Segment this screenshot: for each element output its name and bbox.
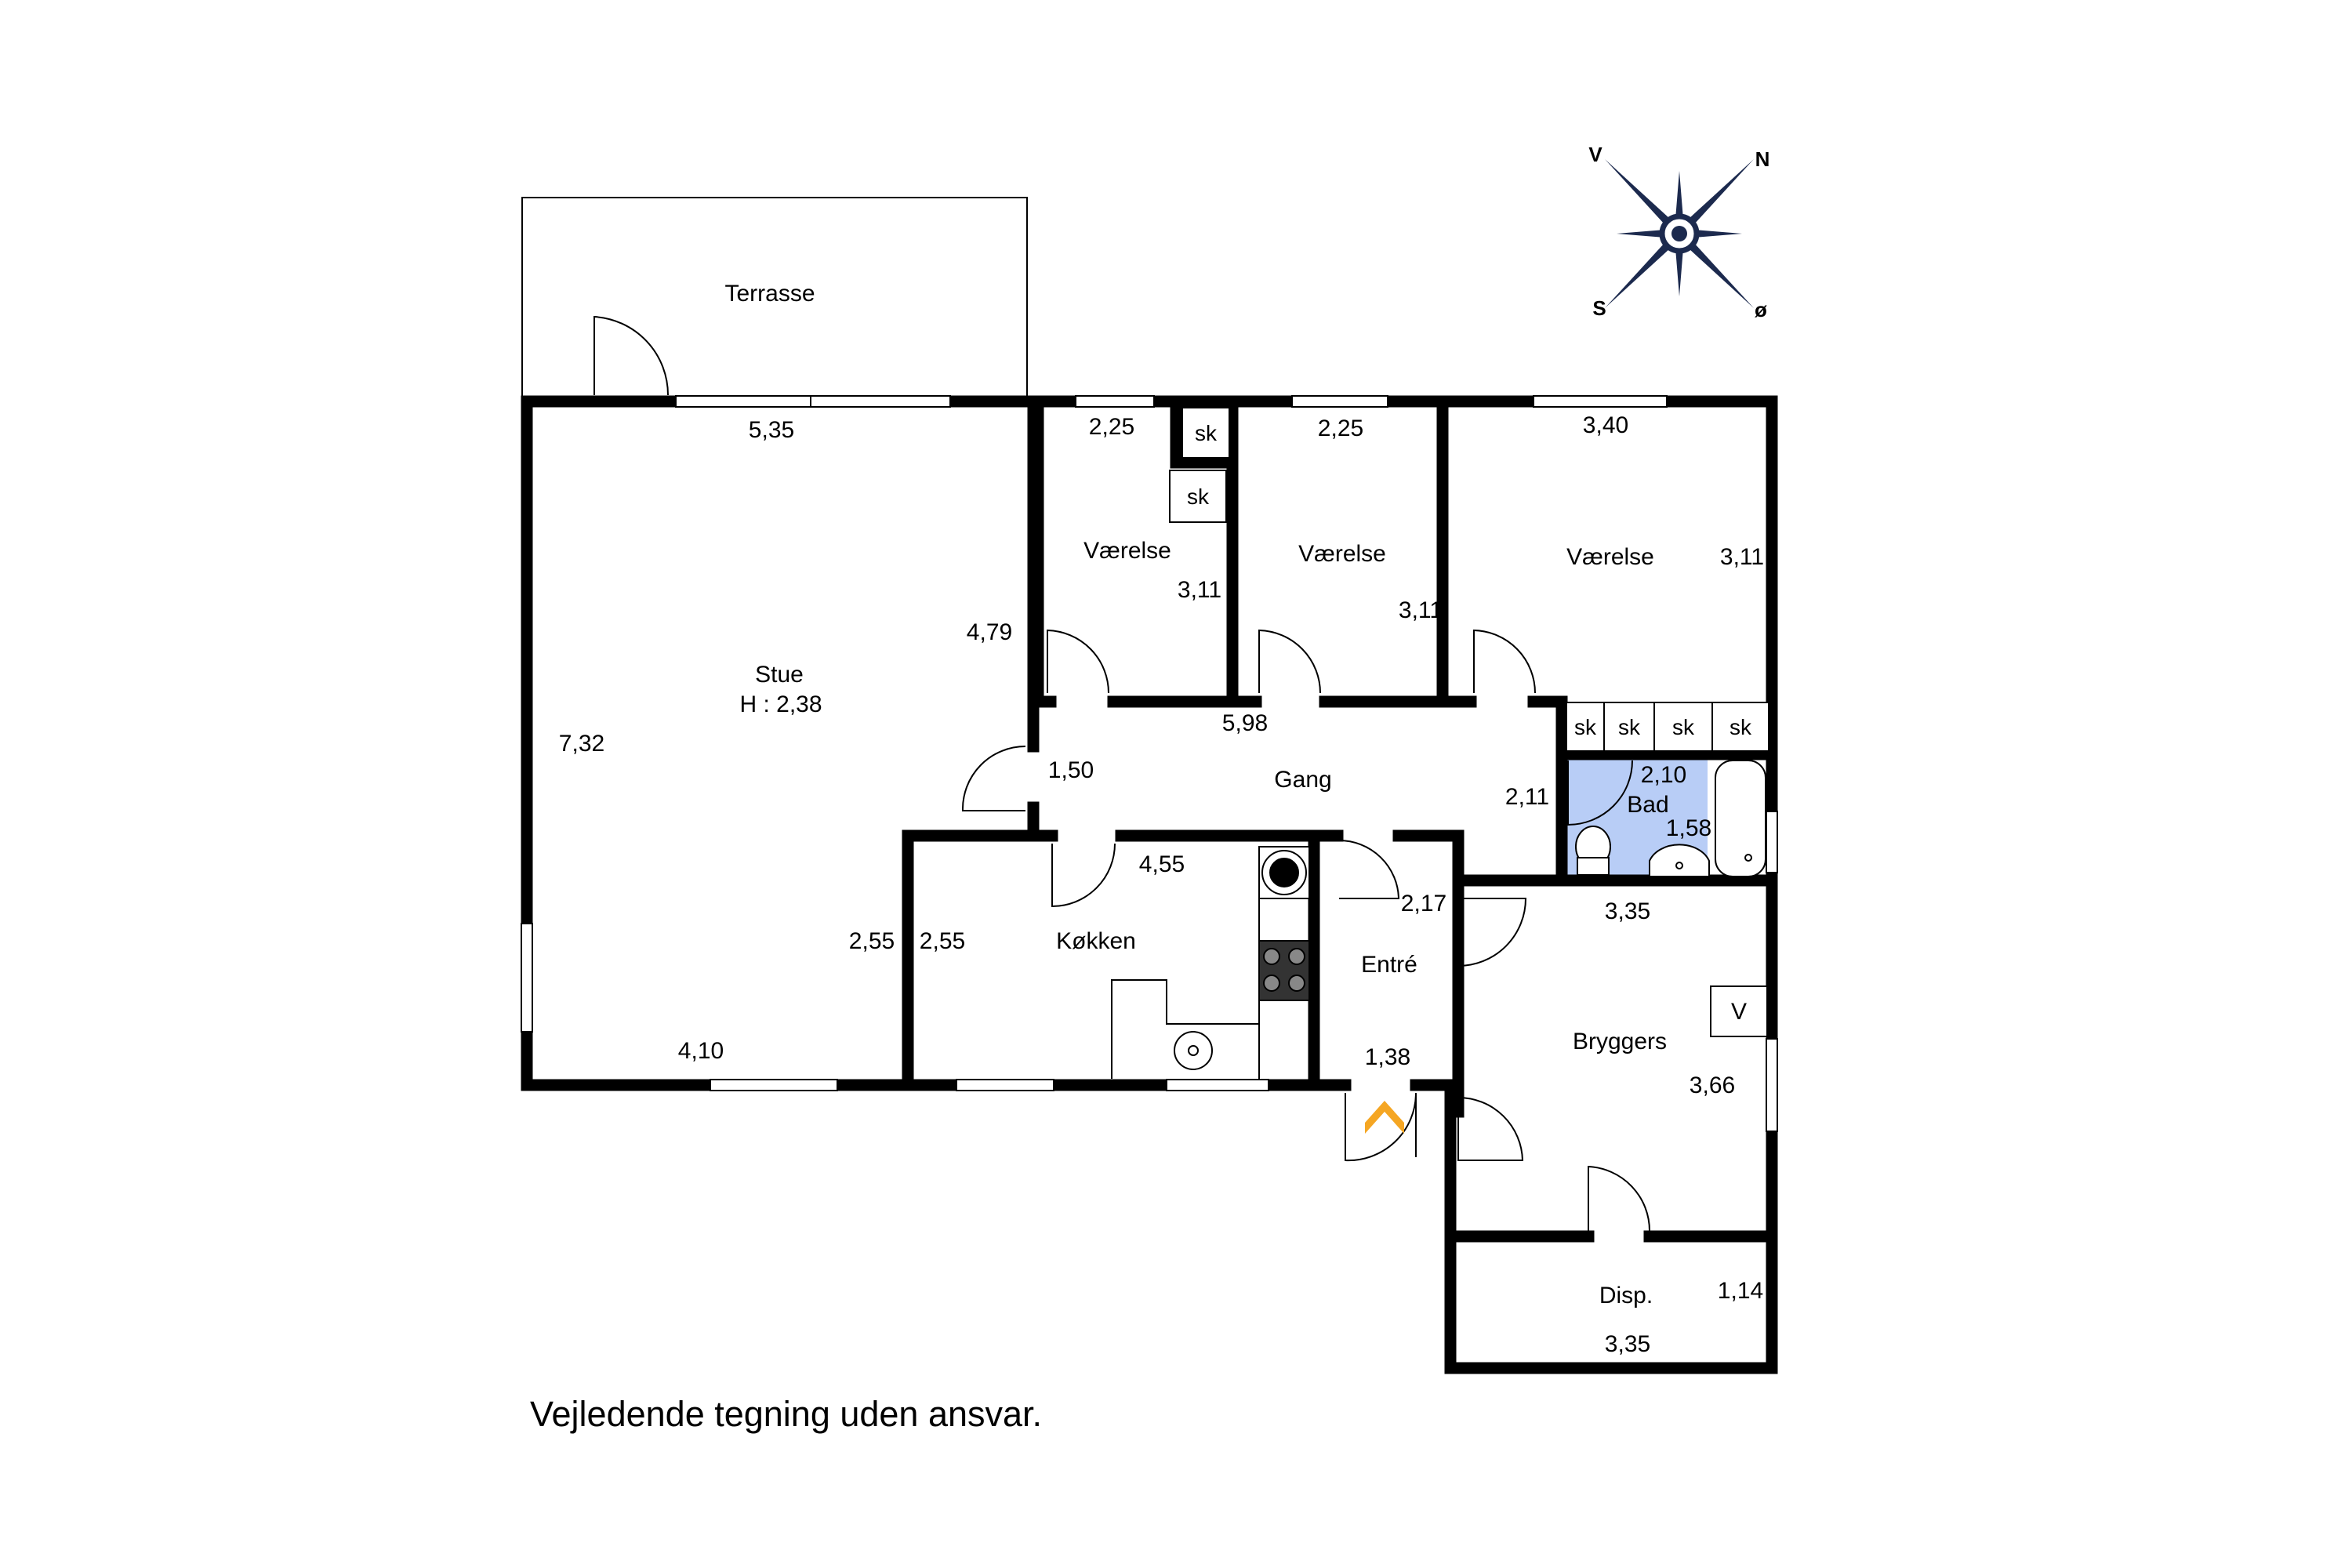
dim-bad-depth: 1,58 — [1666, 815, 1711, 841]
bath-fixtures — [1575, 760, 1766, 877]
room-gang: Gang — [1274, 767, 1331, 793]
dim-koekken-depth: 2,55 — [920, 928, 965, 954]
room-koekken: Køkken — [1056, 928, 1136, 954]
dim-disp-width: 3,35 — [1605, 1331, 1650, 1357]
dim-stue-step: 2,55 — [849, 928, 895, 954]
dim-stue-bottom: 4,10 — [678, 1038, 724, 1064]
dim-entre-depth: 2,17 — [1401, 891, 1446, 916]
compass-label-s: S — [1592, 296, 1606, 320]
windows — [521, 395, 1778, 1132]
compass-label-v: V — [1588, 143, 1602, 166]
closet-label: sk — [1672, 715, 1695, 739]
room-stue-height: H : 2,38 — [739, 691, 822, 717]
compass-label-n: N — [1755, 147, 1770, 171]
kitchen-fixtures — [1111, 846, 1310, 1079]
room-vaerelse-1: Værelse — [1083, 538, 1171, 564]
dim-v1-depth: 3,11 — [1178, 577, 1221, 603]
dim-stue-right: 4,79 — [967, 619, 1012, 645]
room-entre: Entré — [1361, 952, 1417, 978]
closet-label: sk — [1195, 421, 1218, 445]
bathtub-icon — [1715, 760, 1766, 877]
closet-label: sk — [1618, 715, 1641, 739]
room-labels: Terrasse Stue H : 2,38 Værelse Værelse V… — [724, 281, 1668, 1308]
room-bad: Bad — [1627, 792, 1668, 818]
dim-v3-depth: 3,11 — [1720, 544, 1764, 570]
closet-label: sk — [1730, 715, 1752, 739]
dim-v2-width: 2,25 — [1318, 416, 1363, 441]
compass-label-o: ø — [1755, 298, 1767, 321]
compass-rose-icon — [1605, 159, 1754, 308]
closets — [1169, 407, 1769, 752]
closet-label: sk — [1574, 715, 1597, 739]
room-vaerelse-3: Værelse — [1566, 544, 1654, 570]
dim-gang-length: 5,98 — [1222, 710, 1268, 736]
room-disp: Disp. — [1599, 1283, 1653, 1308]
dim-gang-right: 2,11 — [1505, 784, 1549, 810]
entry-arrow-icon — [1365, 1101, 1404, 1134]
dimension-labels: 5,35 7,32 4,79 4,10 2,55 2,25 3,11 2,25 … — [559, 412, 1764, 1357]
closet-labels: sk sk sk sk sk sk — [1187, 421, 1752, 739]
dim-koekken-width: 4,55 — [1139, 851, 1185, 877]
dim-disp-depth: 1,14 — [1718, 1278, 1763, 1304]
dim-bryggers-width: 3,35 — [1605, 898, 1650, 924]
room-vaerelse-2: Værelse — [1298, 541, 1386, 567]
ventilation-box — [1710, 985, 1768, 1037]
ventilation-label: V — [1731, 999, 1747, 1025]
dim-v2-depth: 3,11 — [1399, 597, 1443, 623]
closet-label: sk — [1187, 485, 1210, 509]
room-bryggers: Bryggers — [1573, 1029, 1667, 1054]
room-terrasse: Terrasse — [724, 281, 815, 307]
room-stue: Stue — [755, 662, 804, 688]
dim-entre-width: 1,38 — [1365, 1044, 1410, 1070]
dim-stue-length: 7,32 — [559, 731, 604, 757]
doors — [593, 315, 1651, 1232]
dim-gang-width: 1,50 — [1048, 757, 1094, 783]
dim-v3-width: 3,40 — [1583, 412, 1628, 438]
washbasin-icon — [1649, 844, 1710, 877]
dim-bryggers-depth: 3,66 — [1690, 1073, 1735, 1098]
dim-v1-width: 2,25 — [1089, 414, 1134, 440]
dim-terrasse-width: 5,35 — [749, 417, 794, 443]
dim-bad-width: 2,10 — [1641, 762, 1686, 788]
disclaimer-text: Vejledende tegning uden ansvar. — [530, 1394, 1043, 1434]
terrace — [521, 197, 1028, 397]
